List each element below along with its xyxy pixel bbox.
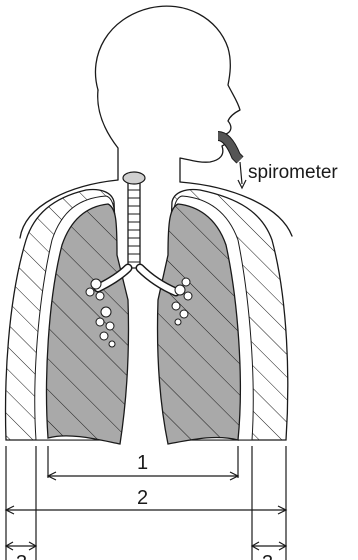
inner-width-label: 1 [137,452,148,474]
right-lung [157,190,287,445]
right-margin-label: 3 [262,552,273,560]
left-margin-arrow [6,542,36,550]
left-lung [6,190,129,445]
spirometer-tube [218,136,246,188]
spirometer-label: spirometer [248,162,338,183]
right-margin-arrow [252,542,286,550]
outer-width-label: 2 [137,487,148,509]
left-margin-label: 3 [16,552,27,560]
